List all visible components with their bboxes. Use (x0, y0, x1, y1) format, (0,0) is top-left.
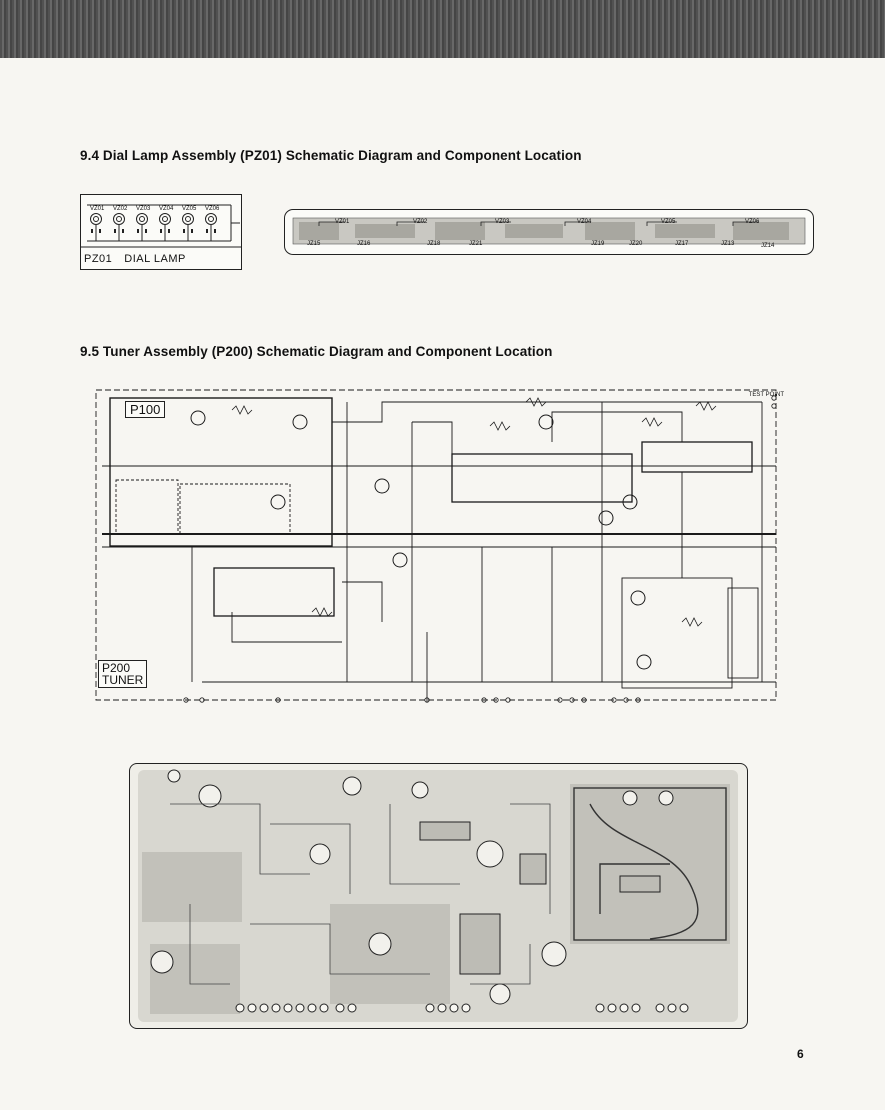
strip-lamp-label: VZ02 (413, 219, 428, 225)
strip-lamp-label: VZ01 (335, 219, 350, 225)
strip-jack-label: JZ13 (721, 241, 735, 247)
lamp-label: VZ02 (113, 206, 128, 212)
p100-board-label: P100 (125, 401, 166, 418)
p200-name: TUNER (102, 673, 144, 687)
lamp-label: VZ04 (159, 206, 174, 212)
lamp-label: VZ05 (182, 206, 197, 212)
strip-jack-label: JZ19 (591, 241, 605, 247)
strip-lamp-label: VZ05 (661, 219, 676, 225)
strip-jack-label: JZ16 (357, 241, 371, 247)
dial-lamp-component-location: VZ01 VZ02 VZ03 VZ04 VZ05 VZ06 JZ15 JZ16 … (284, 209, 814, 255)
board-id: PZ01 (84, 253, 113, 265)
strip-jack-label: JZ14 (761, 243, 775, 249)
section-9-5-title: 9.5 Tuner Assembly (P200) Schematic Diag… (80, 344, 553, 359)
dial-lamp-circuit-drawing: VZ01 VZ02 VZ03 VZ04 VZ05 VZ06 (81, 204, 241, 248)
strip-jack-label: JZ21 (469, 241, 483, 247)
lamp-label: VZ06 (205, 206, 220, 212)
dial-lamp-board-label: PZ01 DIAL LAMP (84, 253, 186, 265)
p200-id: P200 (102, 661, 131, 675)
scanned-header-band (0, 0, 885, 58)
strip-lamp-label: VZ03 (495, 219, 510, 225)
strip-lamp-label: VZ06 (745, 219, 760, 225)
dial-lamp-schematic: VZ01 VZ02 VZ03 VZ04 VZ05 VZ06 PZ01 DIAL L… (80, 194, 242, 270)
strip-jack-label: JZ18 (427, 241, 441, 247)
lamp-label: VZ01 (90, 206, 105, 212)
test-point-label: TEST POINT (749, 392, 785, 398)
strip-jack-label: JZ15 (307, 241, 321, 247)
dial-lamp-pcb-strip: VZ01 VZ02 VZ03 VZ04 VZ05 VZ06 JZ15 JZ16 … (292, 217, 806, 249)
strip-jack-label: JZ17 (675, 241, 689, 247)
tuner-schematic-diagram: TEST POINT (95, 389, 785, 703)
strip-lamp-label: VZ04 (577, 219, 592, 225)
lamp-label: VZ03 (136, 206, 151, 212)
tuner-pcb-drawing (138, 769, 738, 1022)
page-number: 6 (797, 1047, 804, 1061)
tuner-pcb-component-location (129, 763, 748, 1029)
board-name: DIAL LAMP (124, 253, 186, 265)
p200-board-label: P200 TUNER (98, 660, 148, 688)
strip-jack-label: JZ20 (629, 241, 643, 247)
section-9-4-title: 9.4 Dial Lamp Assembly (PZ01) Schematic … (80, 148, 582, 163)
